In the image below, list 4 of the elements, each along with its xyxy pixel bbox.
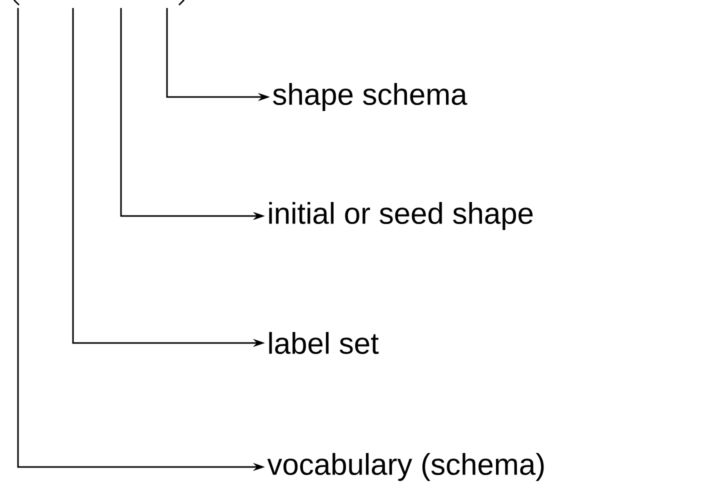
item-label: vocabulary (schema) bbox=[267, 453, 544, 481]
item-label: label set bbox=[269, 332, 379, 354]
item-label: initial or seed shape bbox=[269, 202, 533, 230]
item-label: shape schema bbox=[273, 83, 468, 111]
